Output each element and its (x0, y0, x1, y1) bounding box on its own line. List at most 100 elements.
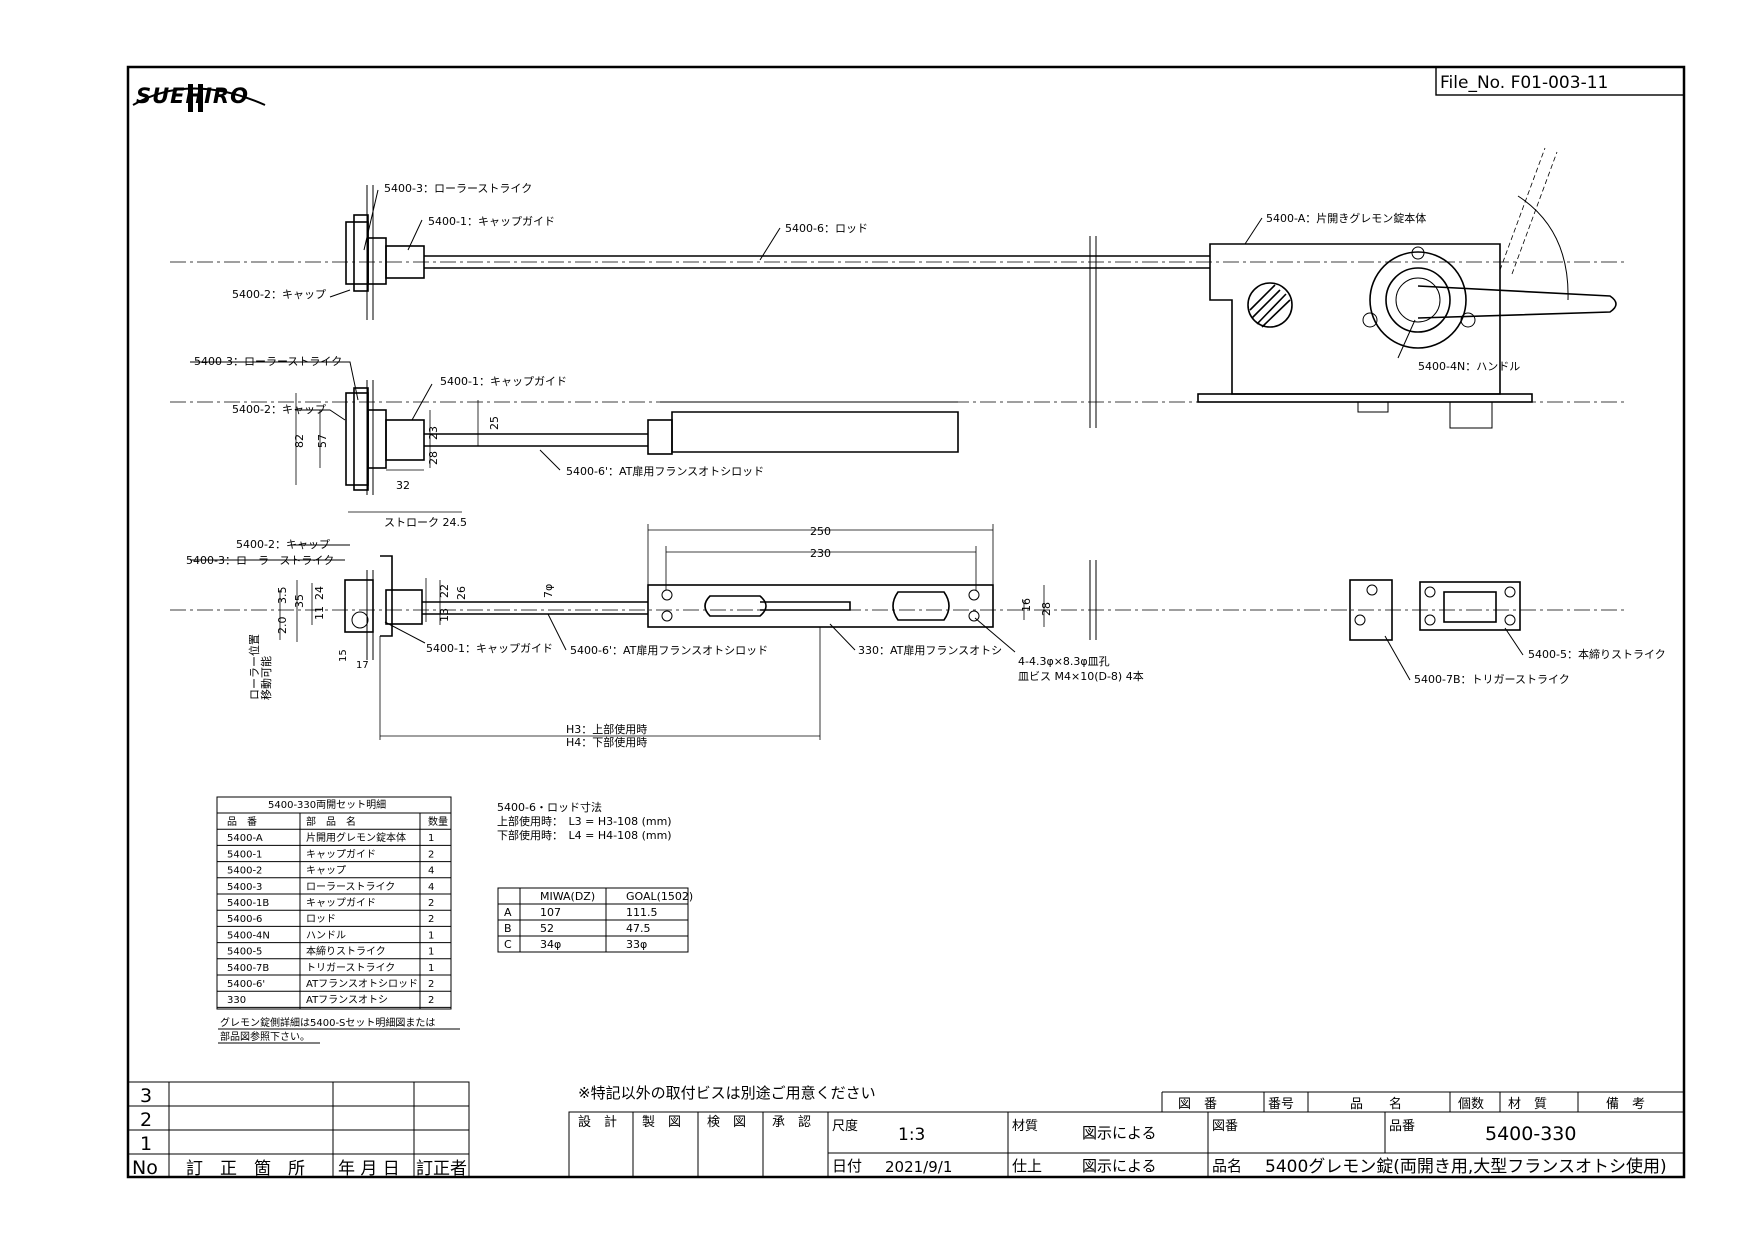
rev-header-location: 訂 正 箇 所 (186, 1159, 305, 1179)
suehiro-logo: SUEHIRO (132, 84, 266, 112)
tb-sign-draft: 製 図 (642, 1115, 681, 1130)
row1-assembly (170, 147, 1625, 429)
tb-h-name: 品 名 (1350, 1096, 1402, 1112)
callout-roller-strike-c: 5400-3：ローラーストライク (186, 554, 334, 567)
abc-cell: C (504, 938, 512, 951)
dim-stroke: ストローク 24.5 (384, 516, 467, 529)
tb-h-remarks: 備 考 (1606, 1096, 1645, 1112)
parts-cell: トリガーストライク (306, 962, 395, 974)
parts-cell: 2 (428, 849, 434, 860)
dim-11: 11 (313, 606, 326, 620)
callout-cap-guide-c: 5400-1：キャップガイド (426, 642, 553, 655)
abc-cell: B (504, 922, 512, 935)
tb-drawing-no-label: 図番 (1212, 1119, 1238, 1134)
callout-labels: 5400-3：ローラーストライク 5400-1：キャップガイド 5400-6：ロ… (186, 182, 1666, 749)
tb-h-drawing-no: 図 番 (1178, 1097, 1217, 1112)
callout-cap-a: 5400-2：キャップ (232, 288, 326, 301)
logo-text: SUEHIRO (136, 84, 249, 108)
tb-name-label: 品名 (1212, 1157, 1242, 1175)
rev-no-3: 3 (140, 1085, 152, 1107)
dim-82: 82 (293, 434, 306, 448)
parts-cell: 5400-2 (227, 866, 262, 877)
dim-17: 17 (356, 660, 369, 671)
tb-finish-label: 仕上 (1012, 1157, 1042, 1175)
tb-h-material: 材 質 (1508, 1097, 1547, 1112)
rod-note-line2: 下部使用時： L4 = H4-108 (mm) (497, 828, 672, 842)
parts-cell: 片開用グレモン錠本体 (306, 831, 406, 844)
tb-sign-approve: 承 認 (772, 1114, 811, 1130)
parts-cell: キャップガイド (306, 897, 376, 909)
parts-cell: ロッド (306, 914, 336, 925)
parts-cell: 2 (428, 914, 434, 925)
abc-header-cell: GOAL(1502) (626, 890, 693, 903)
abc-cell: 107 (540, 906, 561, 919)
tb-scale-label: 尺度 (832, 1118, 858, 1134)
parts-cell: 1 (428, 947, 434, 958)
dim-22: 22 (438, 584, 451, 598)
callout-body: 5400-A：片開きグレモン錠本体 (1266, 211, 1426, 225)
tb-scale: 1:3 (898, 1125, 925, 1145)
parts-cell: 5400-6' (227, 979, 265, 990)
callout-roller-pos-2: 移動可能 (259, 656, 273, 700)
parts-cell: ローラーストライク (306, 881, 395, 893)
parts-header-cell: 部 品 名 (306, 815, 356, 828)
parts-cell: 5400-A (227, 833, 263, 844)
parts-table-title: 5400-330両開セット明細 (268, 798, 386, 811)
tb-name: 5400グレモン錠(両開き用,大型フランスオトシ使用) (1265, 1156, 1667, 1177)
callout-trigger-strike: 5400-7B：トリガーストライク (1414, 673, 1570, 686)
tb-material: 図示による (1082, 1124, 1157, 1142)
dimension-labels: 82 57 23 28 25 32 ストローク 24.5 250 230 35 … (276, 416, 1053, 671)
parts-cell: ATフランスオトシ (306, 994, 388, 1006)
tb-h-number: 番号 (1268, 1097, 1294, 1112)
parts-cell: キャップガイド (306, 848, 376, 860)
tb-date-label: 日付 (832, 1157, 862, 1175)
abc-header-cell: MIWA(DZ) (540, 890, 595, 903)
parts-note-2: 部品図参照下さい。 (220, 1030, 310, 1043)
dim-23: 23 (427, 426, 440, 440)
dim-230: 230 (810, 547, 831, 560)
abc-cell: 34φ (540, 938, 561, 951)
parts-cell: 5400-5 (227, 947, 262, 958)
abc-cell: 111.5 (626, 906, 658, 919)
dim-24: 24 (313, 586, 326, 600)
parts-note-1: グレモン錠側詳細は5400-Sセット明細図または (220, 1016, 435, 1029)
rod-note: 5400-6・ロッド寸法 上部使用時： L3 = H3-108 (mm) 下部使… (497, 800, 672, 842)
file-no: File_No. F01-003-11 (1440, 73, 1608, 93)
parts-header-cell: 品 番 (227, 816, 257, 828)
row2-assembly (170, 380, 1625, 495)
callout-cap-guide-a: 5400-1：キャップガイド (428, 215, 555, 228)
tb-h-qty: 個数 (1458, 1097, 1484, 1112)
dim-28a: 28 (427, 451, 440, 465)
rev-header-person: 訂正者 (416, 1159, 467, 1179)
tb-material-label: 材質 (1012, 1119, 1038, 1134)
parts-cell: 330 (227, 995, 246, 1006)
abc-cell: A (504, 906, 512, 919)
title-block: 図 番 番号 品 名 個数 材 質 備 考 設 計 製 図 検 図 承 認 尺度… (568, 1091, 1685, 1178)
parts-cell: 5400-6 (227, 914, 262, 925)
callout-cap-guide-b: 5400-1：キャップガイド (440, 375, 567, 388)
dim-32: 32 (396, 479, 410, 492)
rod-note-line1: 上部使用時： L3 = H3-108 (mm) (497, 814, 672, 828)
rev-no-1: 1 (140, 1133, 152, 1155)
callout-holes-1: 4-4.3φ×8.3φ皿孔 (1018, 655, 1110, 668)
parts-cell: 4 (428, 866, 434, 877)
dim-15: 15 (338, 649, 349, 662)
callout-rod-a: 5400-6：ロッド (785, 222, 868, 235)
tb-date: 2021/9/1 (885, 1158, 952, 1176)
rod-note-title: 5400-6・ロッド寸法 (497, 800, 602, 814)
abc-cell: 33φ (626, 938, 647, 951)
parts-cell: 5400-1 (227, 849, 262, 860)
parts-header-cell: 数量 (428, 815, 448, 828)
parts-cell: キャップ (306, 865, 346, 877)
dim-35: 35 (293, 594, 306, 608)
parts-cell: 2 (428, 898, 434, 909)
callout-roller-pos-1: ローラー位置 (247, 634, 261, 700)
callout-main-strike: 5400-5：本締りストライク (1528, 647, 1666, 661)
parts-cell: 5400-4N (227, 930, 270, 941)
parts-cell: 4 (428, 882, 434, 893)
tb-sign-design: 設 計 (578, 1114, 617, 1130)
callout-roller-strike-b: 5400-3：ローラーストライク (194, 355, 342, 368)
dim-13: 13 (438, 608, 451, 622)
